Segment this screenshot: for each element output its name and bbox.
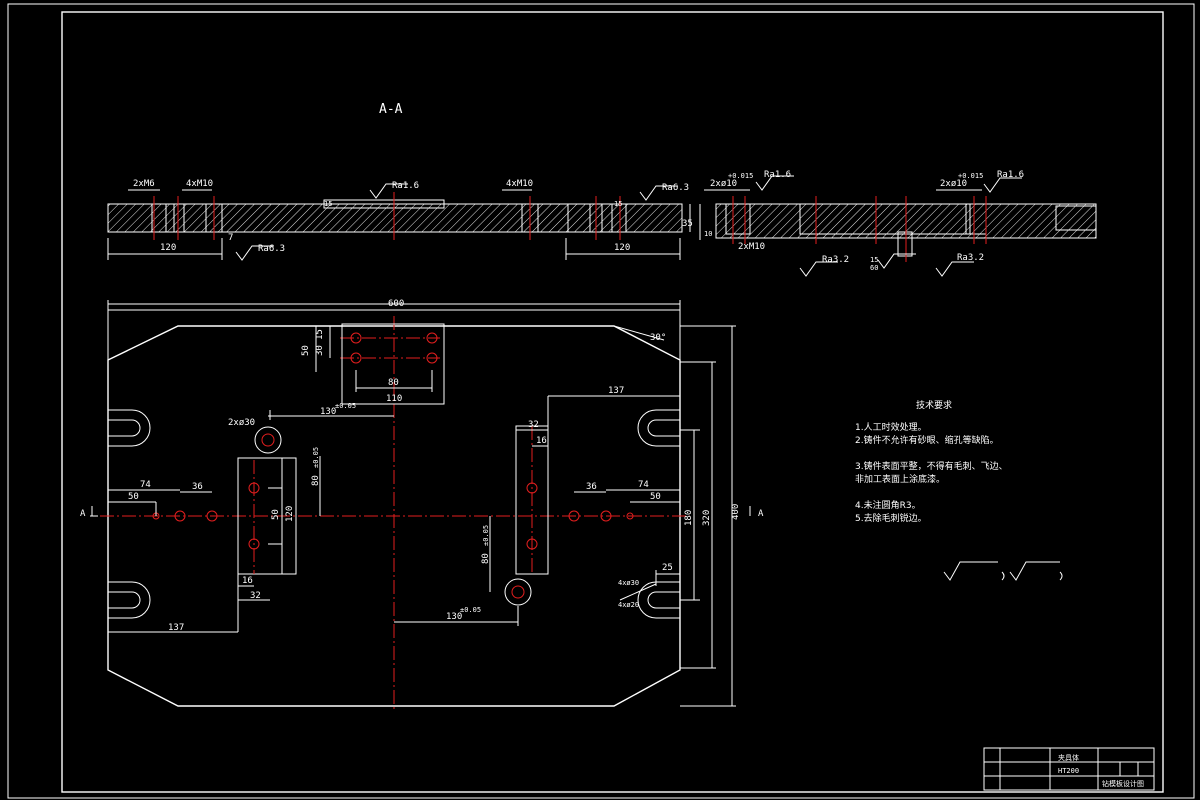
technical-requirements: 技术要求 1.人工时效处理。 2.铸件不允许有砂眼、缩孔等缺陷。 3.铸件表面平… bbox=[855, 399, 1008, 524]
pin-label-3: 4xø20 bbox=[618, 601, 639, 609]
callout-2: 4xM10 bbox=[186, 179, 213, 189]
dim-180: 180 bbox=[684, 510, 694, 526]
dim-320: 320 bbox=[702, 510, 712, 526]
dim-36-left: 36 bbox=[192, 482, 203, 492]
tech-req-5: 4.未注圆角R3。 bbox=[855, 499, 921, 511]
dim-74-right: 74 bbox=[638, 480, 649, 490]
callout-tol-1: +0.015 bbox=[728, 172, 753, 180]
dim-80: 80 bbox=[388, 378, 399, 388]
pin-dim-2: 80 bbox=[311, 475, 321, 486]
sec-dim-5: 15 bbox=[614, 200, 622, 208]
callout-5: 2xø10 bbox=[710, 179, 737, 189]
tech-req-3: 3.铸件表面平整，不得有毛刺、飞边、 bbox=[855, 460, 1008, 472]
title-part-name: 夹具体 bbox=[1058, 753, 1079, 762]
dim-50-right: 50 bbox=[650, 492, 661, 502]
dim-32-left: 32 bbox=[250, 591, 261, 601]
ra-5: Ra1.6 bbox=[997, 170, 1024, 180]
ra-6: Ra3.2 bbox=[822, 255, 849, 265]
callout-tol-2: +0.015 bbox=[958, 172, 983, 180]
tech-req-6: 5.去除毛刺锐边。 bbox=[855, 512, 927, 524]
dim-25: 25 bbox=[662, 563, 673, 573]
pin-dim-4: 80 bbox=[481, 553, 491, 564]
sec-dim-7: 10 bbox=[704, 230, 712, 238]
ra-2: Ra6.3 bbox=[258, 244, 285, 254]
sec-dim-6: 35 bbox=[682, 219, 693, 229]
pin-tol-2: ±0.05 bbox=[312, 447, 320, 468]
dim-137-top: 137 bbox=[608, 386, 624, 396]
tech-req-2: 2.铸件不允许有砂眼、缩孔等缺陷。 bbox=[855, 434, 999, 446]
section-title: A-A bbox=[379, 102, 403, 117]
pin-label-1: 2xø30 bbox=[228, 418, 255, 428]
pin-dim-1: 130 bbox=[320, 407, 336, 417]
callout-3: 4xM10 bbox=[506, 179, 533, 189]
roughness-marks bbox=[235, 175, 1022, 277]
dim-110: 110 bbox=[386, 394, 402, 404]
dim-32-right: 32 bbox=[528, 420, 539, 430]
title-material: HT200 bbox=[1058, 767, 1079, 775]
roughness-summary bbox=[943, 561, 1063, 581]
pin-tol-4: ±0.05 bbox=[482, 525, 490, 546]
sec-dim-1: 120 bbox=[160, 243, 176, 253]
dim-137-bottom: 137 bbox=[168, 623, 184, 633]
section-view bbox=[107, 192, 1097, 262]
section-marker-right: A bbox=[758, 509, 764, 519]
pin-tol-1: ±0.05 bbox=[335, 402, 356, 410]
title-drawing-name: 钻模板设计图 bbox=[1102, 779, 1144, 788]
tech-req-title: 技术要求 bbox=[916, 399, 952, 411]
sec-dim-4: 15 bbox=[324, 200, 332, 208]
tech-req-4: 非加工表面上涂底漆。 bbox=[855, 473, 945, 485]
ra-4: Ra1.6 bbox=[764, 170, 791, 180]
ra-3: Ra6.3 bbox=[662, 183, 689, 193]
dim-30: 30 bbox=[315, 345, 325, 356]
dim-width: 600 bbox=[388, 299, 404, 309]
outer-border bbox=[7, 3, 1195, 799]
title-block bbox=[983, 747, 1155, 791]
callout-6: 2xø10 bbox=[940, 179, 967, 189]
ra-1: Ra1.6 bbox=[392, 181, 419, 191]
dim-15: 15 bbox=[315, 329, 325, 340]
dim-angle: 30° bbox=[650, 333, 666, 343]
dim-74-left: 74 bbox=[140, 480, 151, 490]
sec-dim-2: 120 bbox=[614, 243, 630, 253]
callout-4: 2xM10 bbox=[738, 242, 765, 252]
section-marker-left: A bbox=[80, 509, 86, 519]
pin-label-2: 4xø30 bbox=[618, 579, 639, 587]
dim-16-left: 16 bbox=[242, 576, 253, 586]
sec-dim-8: 15 bbox=[870, 256, 878, 264]
ra-7: Ra3.2 bbox=[957, 253, 984, 263]
sec-dim-3: 7 bbox=[228, 233, 233, 243]
tech-req-1: 1.人工时效处理。 bbox=[855, 421, 927, 433]
dim-16-right: 16 bbox=[536, 436, 547, 446]
plan-view bbox=[100, 300, 736, 712]
dim-50-mid: 50 bbox=[271, 509, 281, 520]
inner-border bbox=[61, 11, 1164, 793]
dim-120: 120 bbox=[285, 506, 295, 522]
sec-dim-9: 60 bbox=[870, 264, 878, 272]
dim-50: 50 bbox=[301, 345, 311, 356]
pin-tol-3: ±0.05 bbox=[460, 606, 481, 614]
pin-dim-3: 130 bbox=[446, 612, 462, 622]
dim-36-right: 36 bbox=[586, 482, 597, 492]
dim-50-left: 50 bbox=[128, 492, 139, 502]
dim-height: 400 bbox=[731, 504, 741, 520]
callout-1: 2xM6 bbox=[133, 179, 155, 189]
